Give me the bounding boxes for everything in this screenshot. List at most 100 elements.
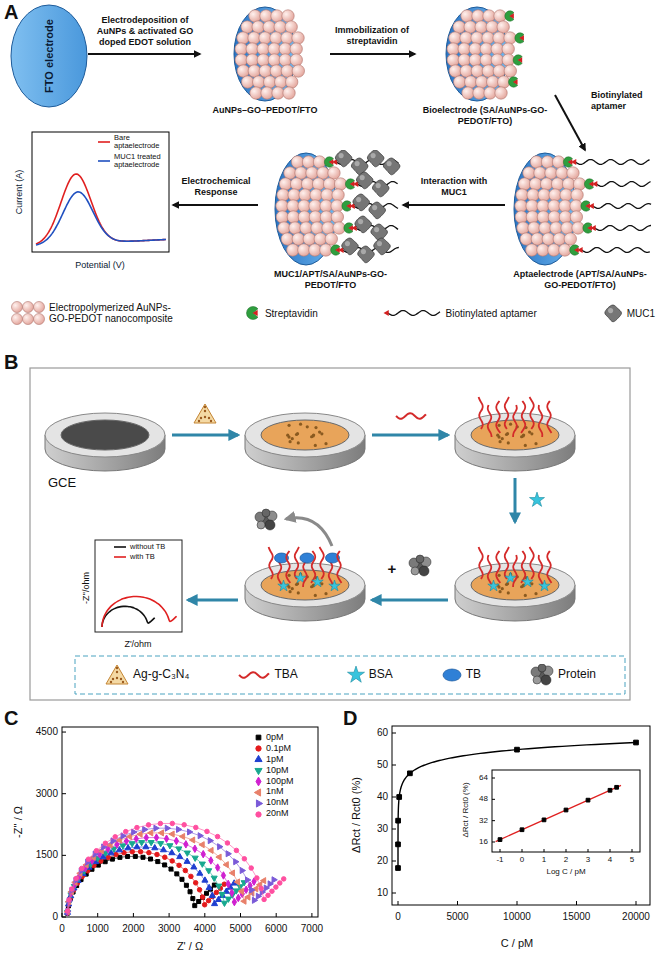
panel-b-scheme-part xyxy=(45,413,165,457)
calibration-plot-part xyxy=(566,849,567,852)
nyquist-plot-part xyxy=(170,821,175,826)
calibration-plot-part xyxy=(544,849,545,852)
calibration-plot-part xyxy=(398,901,399,905)
node-label: MUC1/APT/SA/AuNPs-GO-PEDOT/FTO xyxy=(258,269,403,291)
panel-b-scheme xyxy=(30,368,630,700)
figure-label: 0 xyxy=(520,856,524,864)
nyquist-plot-part xyxy=(118,855,122,859)
legend-swatch xyxy=(254,799,263,808)
electrode-stage: MUC1/APT/SA/AuNPs-GO-PEDOT/FTO xyxy=(258,150,403,291)
node-shape-part xyxy=(356,197,361,202)
nyquist-plot-part xyxy=(152,844,158,849)
arrow-label: Electrochemical Response xyxy=(174,176,258,198)
node-shape-part xyxy=(328,167,340,179)
panel-b-scheme-part xyxy=(509,423,512,426)
panel-b-scheme-part xyxy=(269,547,273,579)
nyquist-plot-part xyxy=(62,855,66,856)
node-shape-part xyxy=(472,10,484,22)
node-shape-part xyxy=(289,222,301,234)
node-shape-part xyxy=(367,150,384,167)
node-shape-part xyxy=(361,249,366,254)
node-shape-part xyxy=(526,211,538,223)
nyquist-plot-part xyxy=(177,863,182,868)
panel-b-scheme-part xyxy=(200,417,202,419)
legend-label: 0.1pM xyxy=(266,744,316,754)
nyquist-plot-part xyxy=(208,847,213,853)
legend-swatch-part xyxy=(12,302,23,313)
legend-swatch-part xyxy=(34,314,45,325)
panel-b-scheme-part xyxy=(310,435,313,438)
legend-swatch-part xyxy=(98,141,110,143)
legend-swatch xyxy=(529,664,555,686)
nyquist-plot-part xyxy=(67,852,224,913)
node-shape-part xyxy=(471,32,483,44)
nyquist-plot-part xyxy=(62,793,66,794)
panel-b-scheme-part xyxy=(506,432,509,435)
calibration-plot-part xyxy=(457,901,458,905)
nyquist-plot-part xyxy=(67,898,72,903)
nyquist-plot-part xyxy=(70,887,75,892)
nyquist-plot-part xyxy=(68,823,284,911)
nyquist-plot-part xyxy=(250,887,255,893)
legend-label: Biotinylated aptamer xyxy=(446,308,537,319)
node-shape-part xyxy=(237,65,249,77)
node-shape-part xyxy=(540,178,552,190)
node-shape-part xyxy=(301,178,313,190)
panel-b-scheme-part xyxy=(530,582,533,585)
legend-swatch xyxy=(254,744,263,753)
legend-label: Ag-g-C₃N₄ xyxy=(133,668,189,681)
node-shape-part xyxy=(515,33,524,43)
panel-b-scheme-part xyxy=(524,594,527,597)
panel-b-scheme-part xyxy=(520,435,523,438)
node-shape-part xyxy=(372,180,389,197)
nyquist-plot-part xyxy=(169,849,175,854)
nyquist-plot-part xyxy=(201,850,205,857)
node-shape-part xyxy=(234,7,296,101)
node-shape-part xyxy=(306,167,318,179)
node-shape-part xyxy=(486,76,498,88)
panel-b-scheme-part xyxy=(297,591,300,594)
legend-swatch-part xyxy=(383,310,388,316)
legend-item: without TB xyxy=(113,543,179,551)
node-shape-part xyxy=(271,10,283,22)
node-shape-part xyxy=(268,43,280,55)
nyquist-plot-part xyxy=(270,889,275,894)
node-shape-part xyxy=(331,211,343,223)
legend-label: MUC1 treated aptaelectrode xyxy=(114,153,161,170)
nyquist-plot-part xyxy=(208,838,213,844)
nyquist-plot-part xyxy=(68,833,264,912)
nyquist-plot-part xyxy=(197,870,203,875)
node-shape-part xyxy=(469,54,481,66)
panel-b-scheme-part xyxy=(288,590,291,593)
figure-label: 16 xyxy=(479,838,488,846)
nyquist-plot-part xyxy=(184,858,190,863)
panel-b-scheme-part xyxy=(204,410,206,412)
legend-swatch-part xyxy=(12,314,23,325)
panel-b-scheme-part xyxy=(261,420,349,450)
calibration-plot-part xyxy=(492,778,495,779)
nyquist-plot-part xyxy=(175,872,179,876)
node-label: FTO electrode xyxy=(44,19,55,93)
nyquist-plot-part xyxy=(246,877,251,883)
calibration-plot-part xyxy=(396,818,401,823)
figure-label: ΔRct / Rct0 (%) xyxy=(351,777,362,853)
nyquist-plot-part xyxy=(206,884,212,889)
node-shape-part xyxy=(526,200,538,212)
legend-item: Biotinylated aptamer xyxy=(383,300,537,326)
node-shape-part xyxy=(369,202,386,219)
legend-swatch-part xyxy=(23,314,34,325)
node-shape-part xyxy=(460,65,472,77)
node-shape-part xyxy=(274,21,286,33)
nyquist-plot-part xyxy=(147,830,152,836)
panel-b-scheme-part xyxy=(102,596,177,627)
nyquist-plot-part xyxy=(188,829,193,835)
calibration-plot-part xyxy=(492,841,495,842)
nyquist-plot-part xyxy=(232,898,236,905)
legend-swatch-part xyxy=(255,756,262,762)
nyquist-plot-part xyxy=(62,913,63,917)
node-label: Current (A) xyxy=(15,170,24,215)
node-shape-part xyxy=(252,21,264,33)
arrow-label: Immobilization of streptavidin xyxy=(330,25,414,47)
node-shape-part xyxy=(453,76,465,88)
node-shape-part xyxy=(449,65,461,77)
